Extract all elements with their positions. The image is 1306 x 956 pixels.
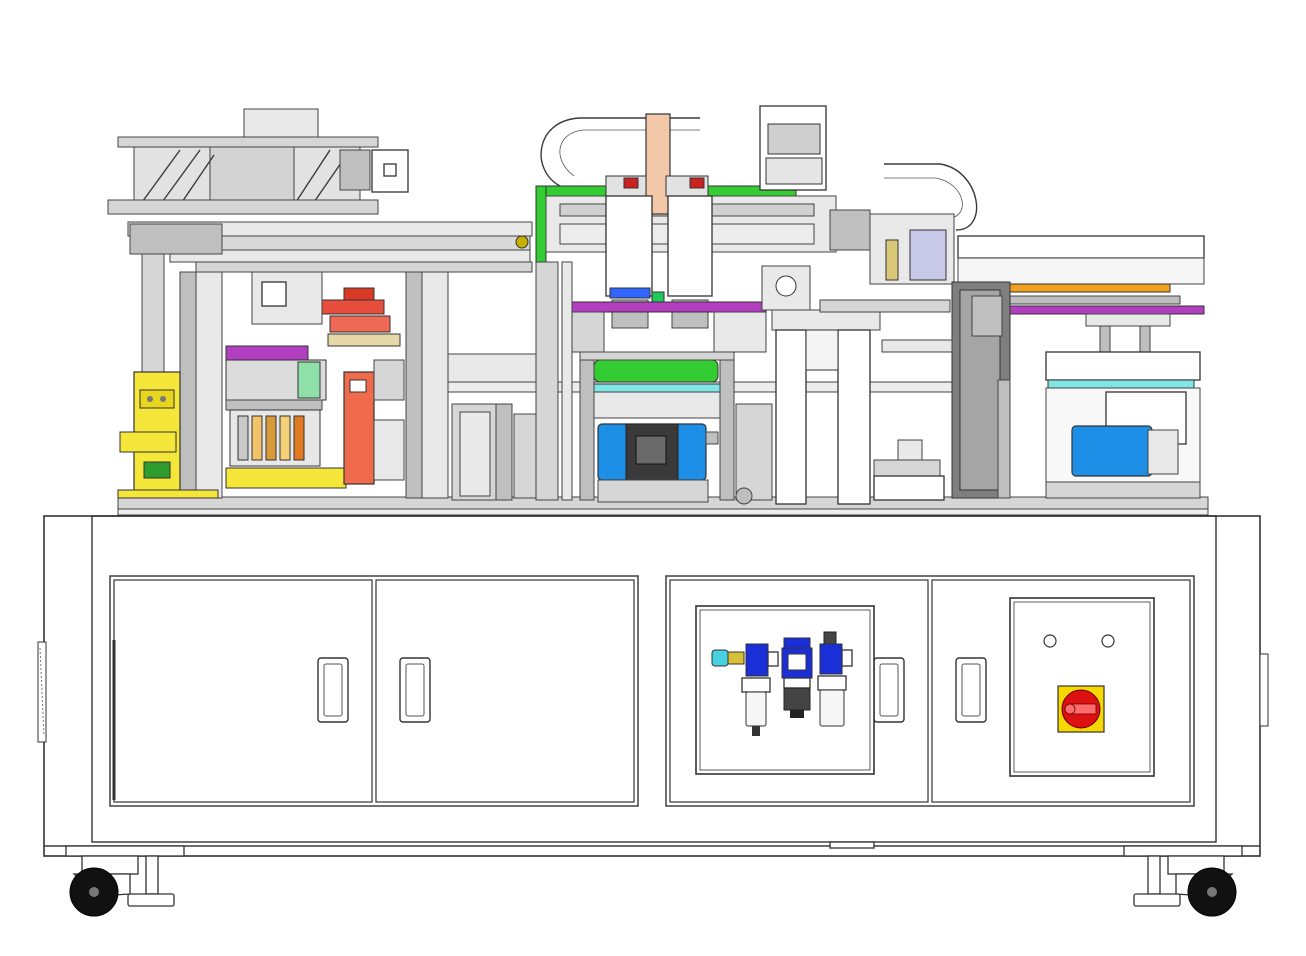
indicator-lamp-icon bbox=[1043, 634, 1057, 648]
magenta-rail-plate bbox=[565, 301, 767, 313]
green-roller-bar bbox=[593, 359, 719, 383]
air-filter-regulator-icon[interactable] bbox=[711, 631, 853, 736]
leveling-foot-icon bbox=[127, 855, 175, 907]
cyan-plate bbox=[1047, 379, 1195, 389]
left-station bbox=[107, 108, 533, 499]
cabinet bbox=[37, 515, 1269, 857]
electrical-panel bbox=[1009, 597, 1155, 777]
upper-mechanism bbox=[107, 105, 1209, 516]
right-blue-motor bbox=[1071, 425, 1179, 477]
left-door-frame bbox=[109, 575, 639, 807]
left-top-plate bbox=[243, 108, 319, 138]
left-caster-assembly bbox=[65, 845, 185, 917]
emergency-stop-icon[interactable] bbox=[1057, 685, 1105, 733]
door-handle-icon[interactable] bbox=[399, 657, 431, 723]
center-gantry bbox=[447, 105, 979, 505]
right-door-frame bbox=[665, 575, 1195, 807]
indicator-lamp-icon bbox=[1101, 634, 1115, 648]
caster-wheel-icon bbox=[69, 867, 131, 917]
pneumatic-panel bbox=[695, 605, 875, 775]
spindle-head-right bbox=[651, 175, 713, 329]
caster-wheel-icon bbox=[1175, 867, 1237, 917]
right-side-latch bbox=[1259, 653, 1269, 727]
door-handle-icon[interactable] bbox=[317, 657, 349, 723]
right-station bbox=[819, 163, 1205, 501]
door-handle-icon[interactable] bbox=[873, 657, 905, 723]
table-top-plate-edge bbox=[117, 508, 1209, 516]
leveling-foot-icon bbox=[1133, 855, 1181, 907]
magenta-turntable bbox=[225, 345, 309, 361]
door-handle-icon[interactable] bbox=[955, 657, 987, 723]
orange-belt bbox=[1009, 283, 1171, 293]
center-blue-motor bbox=[597, 423, 719, 481]
right-caster-assembly bbox=[1123, 845, 1243, 917]
